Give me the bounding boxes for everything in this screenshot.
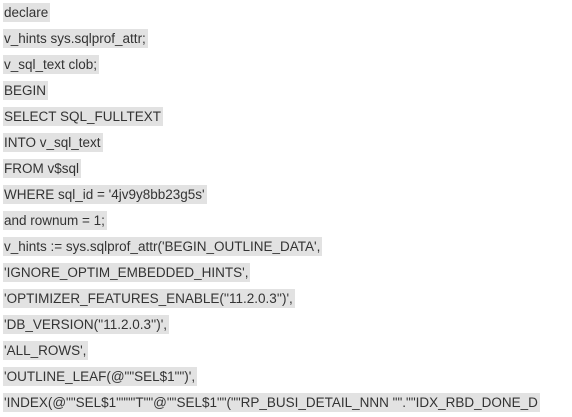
code-line: WHERE sql_id = '4jv9y8bb23g5s' bbox=[3, 185, 207, 204]
code-line: and rownum = 1; bbox=[3, 211, 107, 230]
code-line: INTO v_sql_text bbox=[3, 133, 103, 152]
code-line: v_hints sys.sqlprof_attr; bbox=[3, 29, 148, 48]
code-line: 'INDEX(@""SEL$1""""T""@""SEL$1""(""RP_BU… bbox=[3, 393, 540, 412]
code-line: SELECT SQL_FULLTEXT bbox=[3, 107, 164, 126]
code-line: 'IGNORE_OPTIM_EMBEDDED_HINTS', bbox=[3, 263, 251, 282]
code-line: 'DB_VERSION(''11.2.0.3'')', bbox=[3, 315, 170, 334]
code-line: v_sql_text clob; bbox=[3, 55, 100, 74]
code-line: v_hints := sys.sqlprof_attr('BEGIN_OUTLI… bbox=[3, 237, 323, 256]
code-line: 'ALL_ROWS', bbox=[3, 341, 89, 360]
code-line: declare bbox=[3, 3, 51, 22]
code-line: FROM v$sql bbox=[3, 159, 82, 178]
code-line: BEGIN bbox=[3, 81, 49, 100]
code-line: 'OPTIMIZER_FEATURES_ENABLE(''11.2.0.3'')… bbox=[3, 289, 295, 308]
code-line: 'OUTLINE_LEAF(@""SEL$1"")', bbox=[3, 367, 198, 386]
